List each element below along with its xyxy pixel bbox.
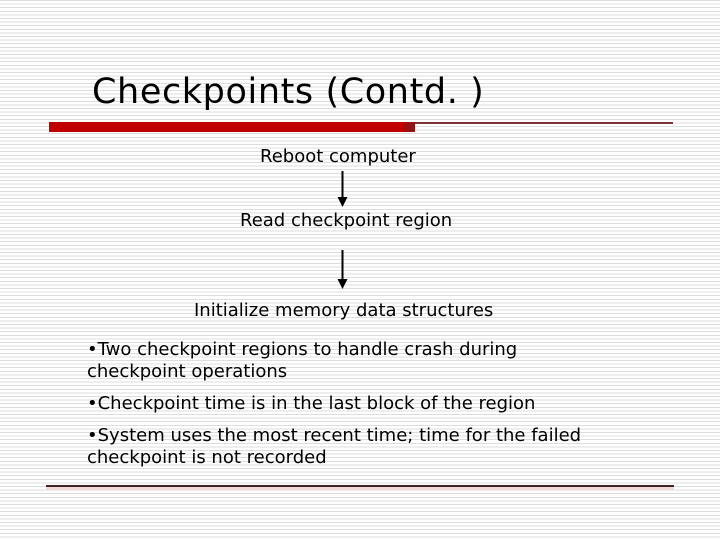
bullet-item: •Checkpoint time is in the last block of…	[87, 393, 607, 415]
flow-step-initialize-memory: Initialize memory data structures	[194, 300, 494, 321]
bullet-text-line: checkpoint operations	[87, 361, 288, 382]
bullet-text-line: •Two checkpoint regions to handle crash …	[87, 339, 518, 360]
flow-step-reboot: Reboot computer	[260, 146, 416, 167]
title-underline-bar	[49, 122, 405, 132]
bullet-list: •Two checkpoint regions to handle crash …	[87, 339, 607, 479]
bottom-divider-dark-line	[46, 485, 674, 487]
bullet-item: •System uses the most recent time; time …	[87, 425, 607, 469]
title-underline-thin-line	[415, 122, 673, 124]
bottom-divider-pink-line	[46, 487, 674, 490]
bullet-text-line: •Checkpoint time is in the last block of…	[87, 393, 536, 414]
slide-title: Checkpoints (Contd. )	[92, 72, 485, 112]
bullet-text-line: •System uses the most recent time; time …	[87, 425, 582, 446]
down-arrow-icon	[337, 250, 348, 289]
bottom-divider	[46, 485, 674, 490]
title-underline-endcap	[405, 122, 415, 132]
bullet-text-line: checkpoint is not recorded	[87, 447, 327, 468]
down-arrow-icon	[337, 171, 348, 207]
bullet-item: •Two checkpoint regions to handle crash …	[87, 339, 607, 383]
flow-step-read-checkpoint: Read checkpoint region	[240, 210, 453, 231]
